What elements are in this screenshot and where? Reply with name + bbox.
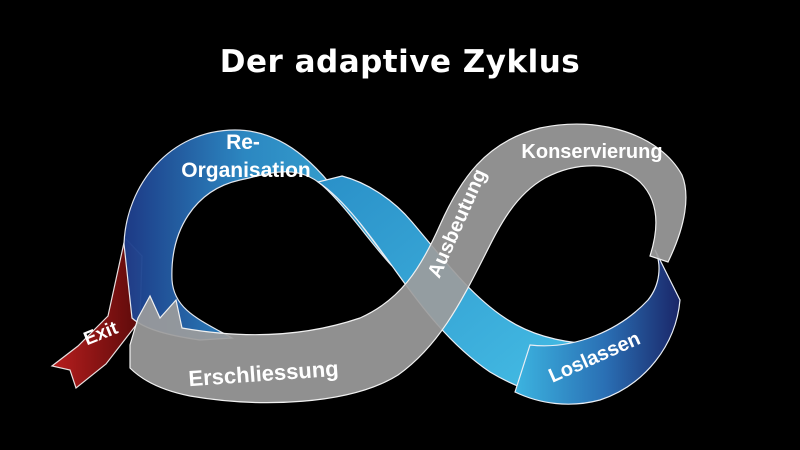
label-reorganisation-2: Organisation (181, 159, 311, 182)
label-konservierung: Konservierung (521, 141, 662, 163)
diagram-title: Der adaptive Zyklus (219, 44, 581, 80)
loslassen-band (514, 249, 681, 405)
label-reorganisation-1: Re- (226, 131, 260, 154)
gray-band (129, 123, 687, 404)
